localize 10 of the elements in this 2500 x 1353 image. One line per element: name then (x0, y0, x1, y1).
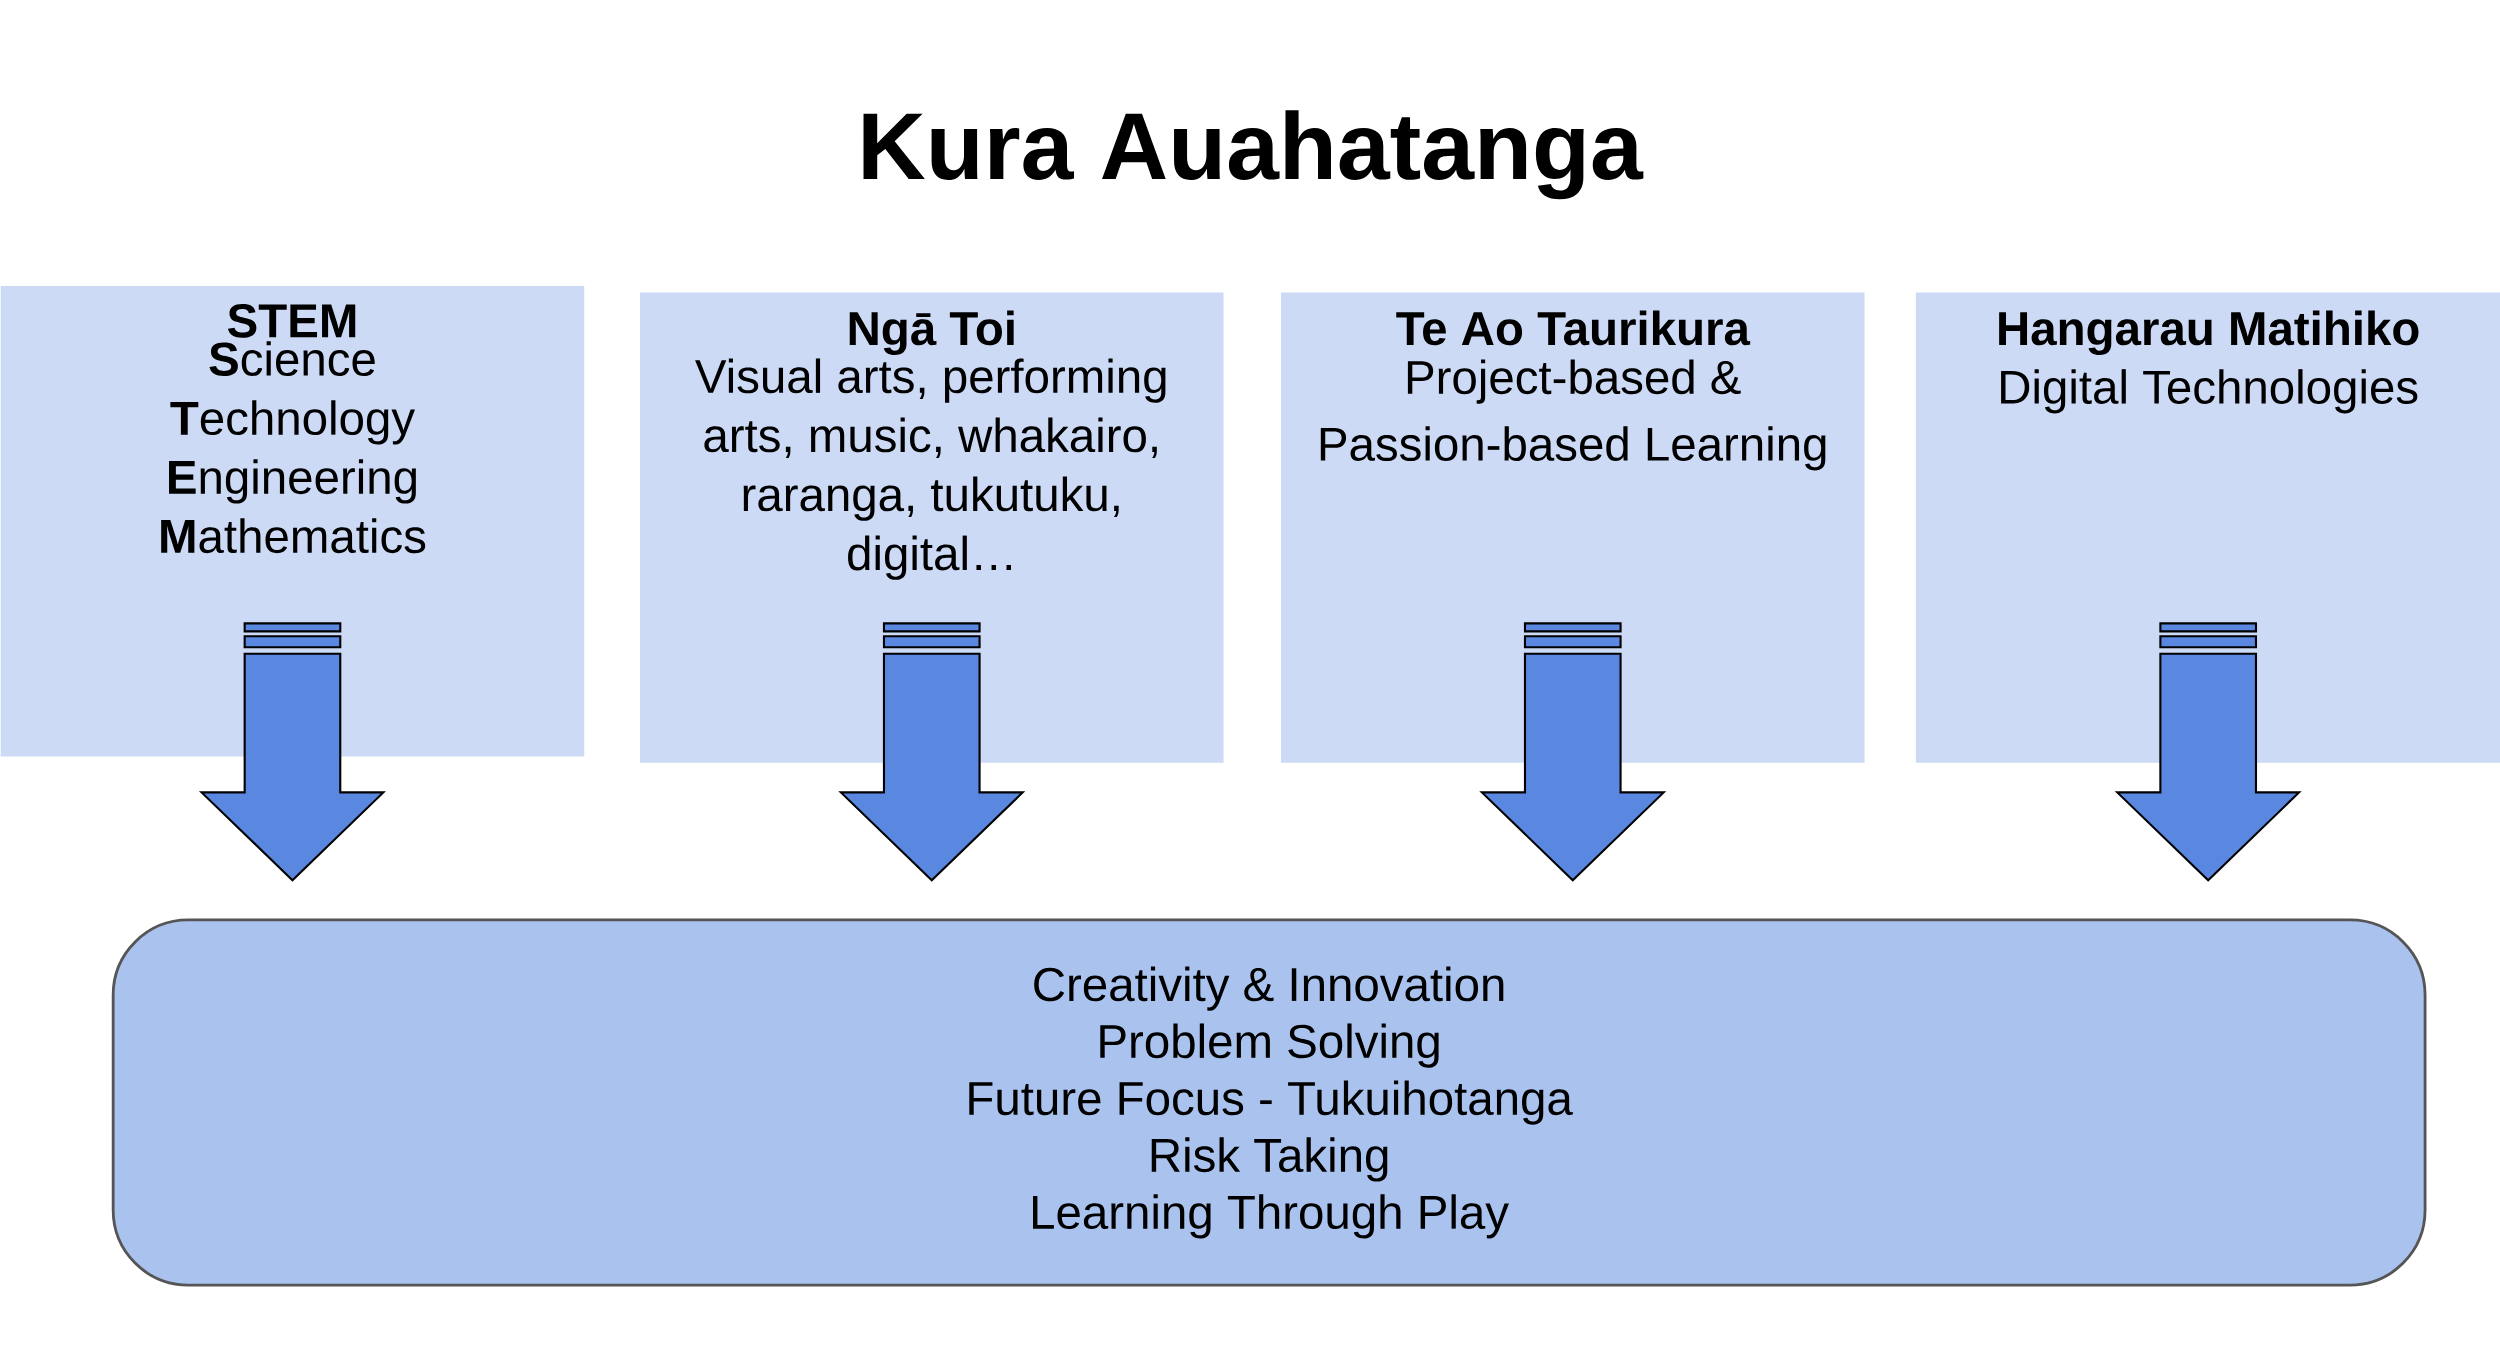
block-arrow (838, 622, 1026, 882)
topic-box: STEM Science Technology Engineering Mathematics (0, 286, 585, 757)
outcome-box: Creativity & Innovation Problem Solving Future Focus - Tukuihotanga Risk Taking Learning Through Play (111, 918, 2427, 1287)
topic-box: Hangarau Matihiko Digital Technologies (1915, 292, 2500, 763)
block-arrow (198, 622, 386, 882)
title: Kura Auahatanga (863, 110, 1644, 200)
block-arrow (2114, 622, 2302, 882)
block-arrow (1479, 622, 1667, 882)
topic-box: Te Ao Taurikura Project-based & Passion-based Learning (1281, 292, 1865, 763)
topic-box: Ngā Toi Visual arts, performing arts, music, whakairo, raranga, tukutuku, digital… (640, 292, 1224, 763)
